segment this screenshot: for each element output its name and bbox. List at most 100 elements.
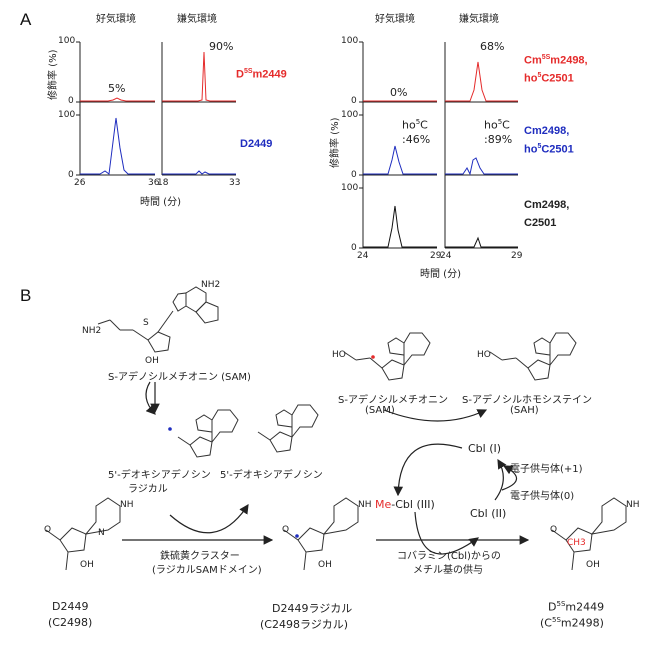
donor-zero-label: 電子供与体(0) xyxy=(510,491,575,502)
right-ytick-0b: 0 xyxy=(351,170,357,180)
sam-right-molecule xyxy=(343,332,431,381)
right-ytick-100b: 100 xyxy=(341,110,359,120)
arrow-cbl1-to-cbl3 xyxy=(393,443,463,497)
sah-molecule xyxy=(489,332,577,381)
trace-right-black-anaerobic xyxy=(445,236,518,248)
trace-left-red-anaerobic xyxy=(162,51,236,102)
radical-label-1: D2449ラジカル xyxy=(272,602,353,615)
sah-label-1: S-アデノシルホモシステイン xyxy=(462,395,592,406)
trace-left-blue-aerobic xyxy=(80,117,155,175)
atom-ho-sam: HO xyxy=(332,350,346,360)
ho5c-anaerobic-label: ho5C xyxy=(484,118,510,132)
ho5c-aerobic-label: ho5C xyxy=(402,118,428,132)
d2449-label-2: (C2498) xyxy=(48,616,93,629)
right-ytick-0a: 0 xyxy=(351,96,357,106)
cbl-2-label: Cbl (II) xyxy=(470,507,507,520)
right-ytick-100c: 100 xyxy=(341,183,359,193)
left-ytick-0b: 0 xyxy=(68,170,74,180)
atom-o-d2449: O xyxy=(44,525,52,535)
right-ytick-0c: 0 xyxy=(351,243,357,253)
product-molecule xyxy=(551,497,627,571)
arrow-radical-to-deoxy xyxy=(169,503,249,534)
d2449-radical-molecule xyxy=(283,497,359,571)
trace-left-blue-anaerobic xyxy=(162,170,236,175)
atom-nh-radical: NH xyxy=(358,500,372,510)
label-cm5sm2498: Cm5Sm2498, xyxy=(524,54,588,67)
methyl-mark-sam xyxy=(371,355,375,359)
atom-s-top: S xyxy=(143,318,149,328)
cobalamin-label-1: コバラミン(Cbl)からの xyxy=(397,551,501,562)
radical-label-2: (C2498ラジカル) xyxy=(260,618,349,631)
trace-right-blue-anaerobic xyxy=(445,157,518,176)
atom-oh-d2449: OH xyxy=(80,560,94,570)
d2449-molecule xyxy=(45,497,121,571)
cbl-1-label: Cbl (I) xyxy=(468,442,502,455)
sah-label-2: (SAH) xyxy=(510,405,539,416)
deoxy-label: 5'-デオキシアデノシン xyxy=(220,470,323,481)
ch3-label: CH3 xyxy=(567,538,586,548)
label-d5sm2449: D5Sm2449 xyxy=(236,68,287,81)
left-ytick-0a: 0 xyxy=(68,96,74,106)
deoxyadenosine-molecule xyxy=(257,404,319,453)
atom-o-product: O xyxy=(550,525,558,535)
left-ylabel: 修飾率 (%) xyxy=(48,49,59,100)
label-cm2498-blue: Cm2498, xyxy=(524,125,570,137)
left-xlabel: 時間 (分) xyxy=(140,197,181,208)
right-header-aerobic: 好気環境 xyxy=(375,14,415,25)
ho5c-anaerobic-pct: :89% xyxy=(484,133,513,146)
sam-right-label-2: (SAM) xyxy=(365,405,395,416)
atom-oh-radical: OH xyxy=(318,560,332,570)
arrow-cbl2-to-cbl1 xyxy=(494,458,507,501)
atom-nh2-left: NH2 xyxy=(82,326,102,336)
atom-n-d2449: N xyxy=(98,528,105,538)
right-ylabel: 修飾率 (%) xyxy=(330,117,341,168)
sam-top-molecule xyxy=(97,286,219,353)
right-pct-anaerobic: 68% xyxy=(480,40,505,53)
fes-label-1: 鉄硫黄クラスター xyxy=(160,551,240,562)
trace-right-red-anaerobic xyxy=(445,61,518,102)
deoxyadenosine-radical-molecule xyxy=(177,409,239,458)
right-chart-axes xyxy=(359,41,518,249)
left-header-aerobic: 好気環境 xyxy=(96,14,136,25)
label-cm2498-black: Cm2498, xyxy=(524,199,570,211)
sam-top-label: S-アデノシルメチオニン (SAM) xyxy=(108,372,251,383)
atom-o-radical: O xyxy=(282,525,290,535)
deoxy-radical-label-2: ラジカル xyxy=(128,484,168,495)
right-xtick-24a: 24 xyxy=(357,251,369,261)
radical-dot-d2449 xyxy=(295,534,299,538)
deoxy-radical-label-1: 5'-デオキシアデノシン xyxy=(108,470,211,481)
label-c2501-black: C2501 xyxy=(524,217,557,229)
left-pct-anaerobic: 90% xyxy=(209,40,234,53)
arrow-sam-to-radical xyxy=(145,381,156,415)
left-ytick-100a: 100 xyxy=(58,36,76,46)
panel-a-letter: A xyxy=(20,10,32,29)
left-ytick-100b: 100 xyxy=(58,110,76,120)
atom-oh-top: OH xyxy=(145,356,159,366)
left-xtick-36: 36 xyxy=(148,178,160,188)
trace-left-red-aerobic xyxy=(80,97,155,102)
right-pct-aerobic: 0% xyxy=(390,86,408,99)
left-chart-axes xyxy=(76,41,236,176)
right-xtick-24b: 24 xyxy=(440,251,452,261)
donor-plus-label: 電子供与体(+1) xyxy=(510,464,583,475)
label-d2449: D2449 xyxy=(240,138,273,150)
fes-label-2: (ラジカルSAMドメイン) xyxy=(152,565,262,576)
left-xtick-33: 33 xyxy=(229,178,241,188)
sam-right-label-1: S-アデノシルメチオニン xyxy=(338,395,448,406)
arrow-cbl3-to-cbl2 xyxy=(414,511,479,555)
me-cbl3-label: Me-Cbl (III) xyxy=(375,498,435,511)
right-ytick-100a: 100 xyxy=(341,36,359,46)
right-header-anaerobic: 嫌気環境 xyxy=(459,14,499,25)
product-label-2: (C5Sm2498) xyxy=(540,616,604,630)
panel-b-letter: B xyxy=(20,286,32,305)
atom-nh-d2449: NH xyxy=(120,500,134,510)
ho5c-aerobic-pct: :46% xyxy=(402,133,431,146)
left-pct-aerobic: 5% xyxy=(108,82,126,95)
label-ho5c2501-blue: ho5C2501 xyxy=(524,143,574,156)
label-ho5c2501-red: ho5C2501 xyxy=(524,72,574,85)
trace-right-blue-aerobic xyxy=(363,145,437,175)
radical-dot-deoxy xyxy=(168,427,172,431)
cobalamin-label-2: メチル基の供与 xyxy=(413,565,483,576)
atom-ho-sah: HO xyxy=(477,350,491,360)
